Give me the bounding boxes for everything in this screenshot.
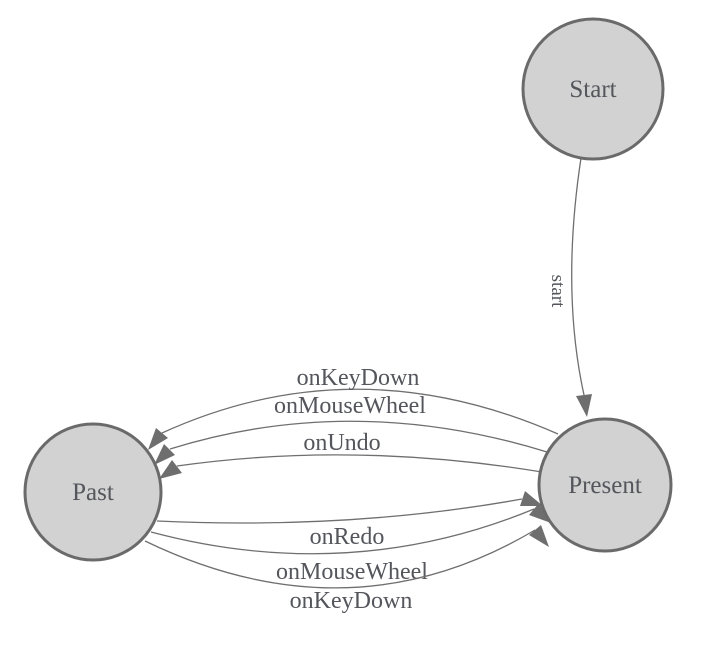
edge-present-to-past-onundo: onUndo (159, 430, 543, 479)
node-past: Past (23, 422, 163, 562)
edge-line[interactable] (156, 498, 523, 524)
edge-line[interactable] (176, 454, 543, 473)
edge-present-to-past-onmousewheel: onMouseWheel (154, 393, 548, 465)
arrowhead-icon (529, 525, 549, 547)
edge-past-to-present-onredo: onRedo (156, 491, 543, 550)
edge-start-to-present: start (547, 157, 592, 417)
node-past-circle[interactable] (23, 422, 163, 562)
edge-line[interactable] (169, 420, 548, 453)
edge-past-to-present-onkeydown: onKeyDown (144, 525, 549, 614)
edge-past-to-present-onmousewheel: onMouseWheel (150, 503, 551, 585)
arrowhead-icon (154, 444, 175, 465)
edge-label: onKeyDown (297, 365, 420, 391)
edge-line[interactable] (161, 388, 559, 435)
arrowhead-icon (159, 460, 182, 479)
arrowhead-icon (520, 491, 543, 506)
edge-line[interactable] (144, 529, 536, 589)
arrowhead-icon (148, 428, 168, 450)
arrowhead-icon (576, 394, 592, 417)
edge-line[interactable] (150, 508, 535, 555)
node-present: Present (537, 417, 673, 553)
node-present-circle[interactable] (537, 417, 673, 553)
edge-label: onMouseWheel (276, 559, 428, 585)
edge-label: onKeyDown (290, 588, 413, 614)
node-start: Start (521, 17, 665, 161)
node-present-label: Present (568, 472, 642, 499)
edge-label: onRedo (310, 524, 385, 550)
edge-line[interactable] (571, 157, 585, 396)
edge-label: start (547, 275, 568, 308)
node-start-label: Start (569, 76, 616, 103)
edge-label: onMouseWheel (274, 393, 426, 419)
node-start-circle[interactable] (521, 17, 665, 161)
arrowhead-icon (529, 503, 551, 523)
node-past-label: Past (72, 479, 114, 506)
edge-present-to-past-onkeydown: onKeyDown (148, 365, 559, 450)
edge-label: onUndo (303, 430, 380, 456)
